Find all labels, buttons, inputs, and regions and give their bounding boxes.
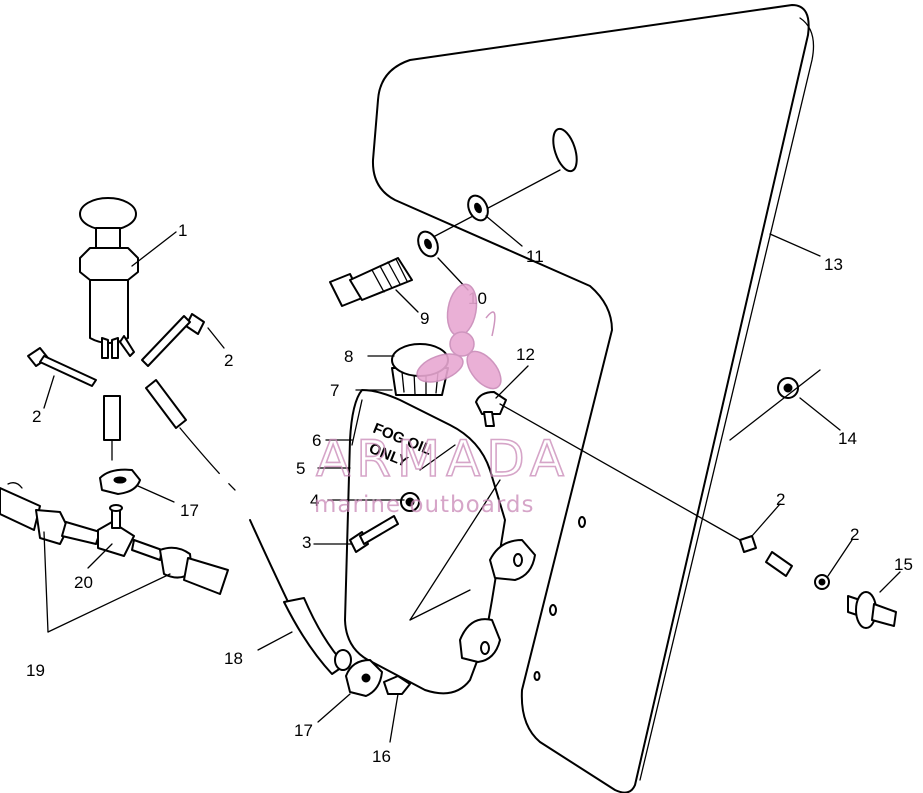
callout-17-bottom: 17	[294, 721, 313, 740]
fitting-16	[383, 675, 411, 695]
clamp-2-mid	[739, 535, 757, 553]
fitting-12	[475, 391, 507, 415]
tee-assembly	[0, 482, 229, 595]
primer-pump	[79, 197, 139, 359]
callout-4: 4	[310, 491, 319, 510]
panel-hole-2	[549, 604, 557, 616]
hose-19-right	[183, 557, 229, 595]
callout-16: 16	[372, 747, 391, 766]
callout-1: 1	[178, 221, 187, 240]
callout-20: 20	[74, 573, 93, 592]
leader-lines	[43, 215, 901, 743]
callouts: 1 2 2 2 2 3 4 5 6 7 8 9 10 11 12 13 14 1…	[26, 221, 913, 766]
fuel-fitting	[145, 379, 187, 429]
watermark-tagline: marine outboards	[314, 492, 534, 518]
callout-2-far: 2	[850, 525, 859, 544]
callout-2-pump-right: 2	[224, 351, 233, 370]
tank-fasteners	[349, 492, 420, 553]
lower-fittings	[345, 659, 411, 697]
callout-17-top: 17	[180, 501, 199, 520]
watermark-logo-icon	[416, 283, 502, 390]
callout-3: 3	[302, 533, 311, 552]
callout-13: 13	[824, 255, 843, 274]
callout-6: 6	[312, 431, 321, 450]
callout-9: 9	[420, 309, 429, 328]
callout-15: 15	[894, 555, 913, 574]
callout-2-mid: 2	[776, 490, 785, 509]
oil-tank: FOG OIL ONLY	[344, 389, 536, 695]
tank-tab-upper	[489, 539, 536, 581]
small-parts-left	[27, 313, 205, 495]
panel-hole-1	[578, 516, 586, 528]
tee-20	[97, 521, 135, 557]
callout-11: 11	[526, 247, 544, 266]
watermark-brand: ARMADA	[316, 430, 570, 488]
callout-5: 5	[296, 459, 305, 478]
callout-18: 18	[224, 649, 243, 668]
callout-7: 7	[330, 381, 339, 400]
mounting-panel	[371, 4, 815, 793]
pump-pipe	[103, 395, 121, 441]
callout-19: 19	[26, 661, 45, 680]
hose-19-left	[0, 487, 41, 531]
watermark: ARMADA marine outboards	[314, 283, 570, 518]
callout-8: 8	[344, 347, 353, 366]
callout-2-pump-left: 2	[32, 407, 41, 426]
ferrule-19-left	[35, 509, 69, 545]
bolt-shank	[349, 257, 413, 301]
hose-piece	[765, 551, 793, 577]
callout-12: 12	[516, 345, 535, 364]
callout-14: 14	[838, 429, 857, 448]
panel-hole-3	[533, 671, 541, 681]
screw-3-shank	[359, 515, 399, 545]
bolt-assembly	[329, 169, 561, 307]
fuel-line	[179, 427, 352, 675]
right-side-parts	[475, 369, 897, 629]
panel-slot-top	[552, 127, 578, 173]
tank-tab-lower	[459, 618, 501, 663]
